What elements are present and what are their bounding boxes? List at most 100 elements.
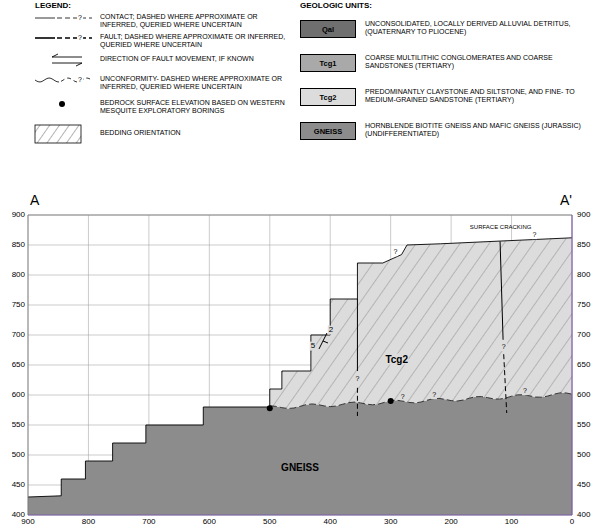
- elevation-tick: 450: [577, 481, 590, 490]
- frame: [28, 514, 572, 515]
- grid-line: [28, 215, 29, 515]
- unit-code: Qal: [322, 25, 334, 34]
- legend-dot: [59, 101, 65, 107]
- elevation-tick: 900: [12, 211, 25, 220]
- legend-text: CONTACT; DASHED WHERE APPROXIMATE OR INF…: [100, 13, 290, 30]
- frame: [28, 215, 572, 216]
- frame: [571, 215, 572, 515]
- elevation-tick: 800: [577, 271, 590, 280]
- feature-note: SURFACE CRACKING: [470, 224, 532, 231]
- fault-arrow: [52, 63, 82, 66]
- unit-description: COARSE MULTILITHIC CONGLOMERATES AND COA…: [365, 54, 590, 71]
- elevation-tick: 700: [577, 331, 590, 340]
- ground-surface: [28, 238, 572, 497]
- dip-value: 2: [328, 326, 334, 335]
- legend-line: [57, 18, 92, 19]
- distance-tick: 600: [203, 518, 216, 527]
- elevation-tick: 450: [12, 481, 25, 490]
- legend-wave: [61, 78, 91, 82]
- legend-bedding: [35, 125, 81, 143]
- unit-swatch: GNEISSHORNBLENDE BIOTITE GNEISS AND MAFI…: [300, 122, 356, 140]
- legend-line: [57, 37, 92, 39]
- distance-tick: 900: [21, 518, 34, 527]
- legend-samples: [35, 18, 92, 143]
- legend-heading: GEOLOGIC UNITS:: [300, 2, 372, 11]
- elevation-tick: 600: [12, 391, 25, 400]
- fault-arrow: [52, 54, 82, 57]
- frame: [28, 215, 29, 515]
- query-mark: ?: [77, 76, 83, 84]
- tcg2-unit: [270, 238, 572, 409]
- boring-point: [388, 398, 394, 404]
- distance-tick: 500: [263, 518, 276, 527]
- distance-tick: 300: [384, 518, 397, 527]
- distance-tick: 0: [570, 518, 574, 527]
- unit-swatch: Tcg2PREDOMINANTLY CLAYSTONE AND SILTSTON…: [300, 88, 356, 106]
- query-mark: ?: [501, 343, 507, 351]
- query-mark: ?: [77, 14, 83, 22]
- elevation-tick: 500: [577, 451, 590, 460]
- grid-line: [28, 215, 572, 216]
- distance-tick: 400: [324, 518, 337, 527]
- query-mark: ?: [431, 391, 437, 399]
- bedding-symbol: [323, 341, 328, 343]
- elevation-tick: 850: [577, 241, 590, 250]
- fault-line: [500, 241, 503, 339]
- grid-line: [28, 515, 572, 516]
- grid: [28, 215, 572, 515]
- unit-code: Tcg1: [320, 59, 337, 68]
- elevation-tick: 400: [577, 511, 590, 520]
- elevation-tick: 650: [577, 361, 590, 370]
- section-end: A': [560, 193, 572, 208]
- legend-text: UNCONFORMITY- DASHED WHERE APPROXIMATE O…: [100, 75, 290, 92]
- legend-text: FAULT; DASHED WHERE APPROXIMATE OR INFER…: [100, 33, 290, 50]
- elevation-tick: 500: [12, 451, 25, 460]
- elevation-tick: 800: [12, 271, 25, 280]
- legend-text: BEDDING ORIENTATION: [100, 129, 290, 137]
- distance-tick: 700: [142, 518, 155, 527]
- unit-description: PREDOMINANTLY CLAYSTONE AND SILTSTONE, A…: [365, 88, 590, 105]
- elevation-tick: 600: [577, 391, 590, 400]
- elevation-tick: 550: [577, 421, 590, 430]
- query-mark: ?: [354, 376, 360, 384]
- query-mark: ?: [522, 388, 528, 396]
- legend-wave: [35, 78, 59, 82]
- fault-line: [357, 299, 358, 371]
- fault-line: [504, 354, 507, 413]
- unit-code: Tcg2: [320, 93, 337, 102]
- unit-label: GNEISS: [281, 462, 319, 473]
- fault-line: [357, 388, 358, 416]
- unit-description: UNCONSOLIDATED, LOCALLY DERIVED ALLUVIAL…: [365, 20, 590, 37]
- dip-value: 5: [310, 342, 316, 351]
- legend-line: [35, 18, 55, 19]
- gneiss-unit: [28, 393, 572, 515]
- legend-text: DIRECTION OF FAULT MOVEMENT, IF KNOWN: [100, 55, 290, 63]
- distance-tick: 800: [82, 518, 95, 527]
- section-end: A: [30, 193, 39, 208]
- grid-line: [572, 215, 573, 515]
- unconformity: [270, 393, 572, 409]
- query-mark: ?: [77, 34, 83, 42]
- unit-swatch: Tcg1COARSE MULTILITHIC CONGLOMERATES AND…: [300, 54, 356, 72]
- elevation-tick: 550: [12, 421, 25, 430]
- elevation-tick: 850: [12, 241, 25, 250]
- elevation-tick: 750: [577, 301, 590, 310]
- unit-description: HORNBLENDE BIOTITE GNEISS AND MAFIC GNEI…: [365, 122, 590, 139]
- query-mark: ?: [532, 232, 538, 240]
- unit-swatch: QalUNCONSOLIDATED, LOCALLY DERIVED ALLUV…: [300, 20, 356, 38]
- query-mark: ?: [393, 248, 399, 256]
- legend-text: BEDROCK SURFACE ELEVATION BASED ON WESTE…: [100, 99, 290, 116]
- unit-label: Tcg2: [384, 354, 409, 365]
- elevation-tick: 650: [12, 361, 25, 370]
- boring-point: [267, 405, 273, 411]
- legend-line: [35, 37, 55, 39]
- unit-code: GNEISS: [314, 127, 342, 136]
- elevation-tick: 700: [12, 331, 25, 340]
- legend-heading: LEGEND:: [35, 2, 71, 11]
- query-mark: ?: [400, 393, 406, 401]
- elevation-tick: 900: [577, 211, 590, 220]
- elevation-tick: 750: [12, 301, 25, 310]
- bedding-symbol: [319, 333, 327, 349]
- distance-tick: 100: [505, 518, 518, 527]
